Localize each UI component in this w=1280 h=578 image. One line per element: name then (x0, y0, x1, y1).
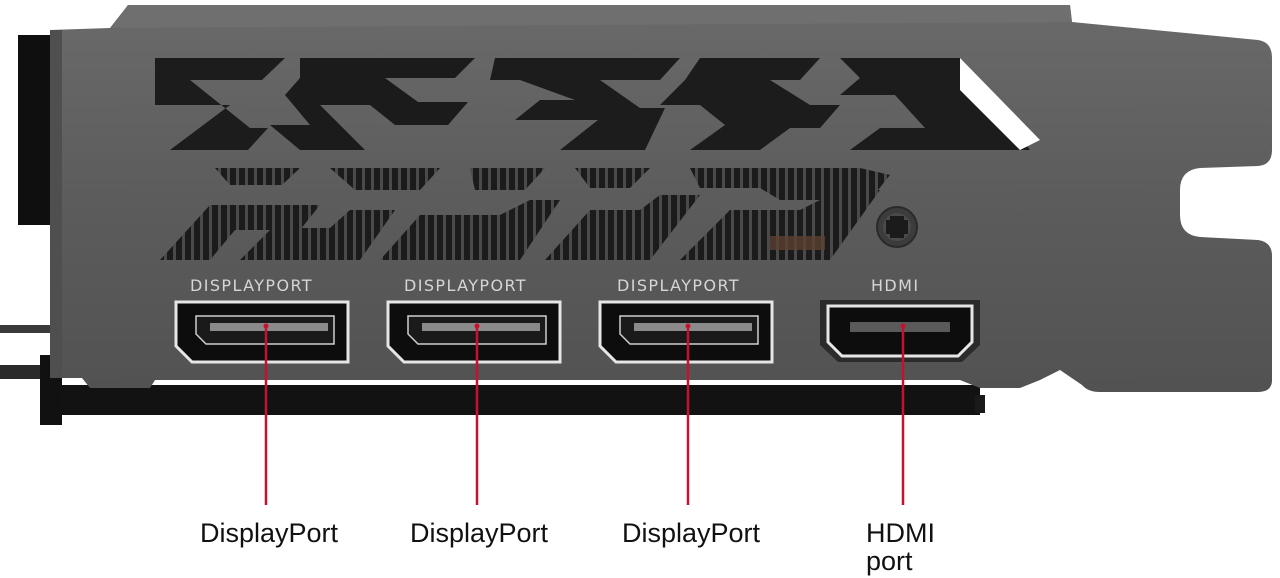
hdmi-connector (820, 300, 980, 362)
callout-label-displayport-3: DisplayPort (622, 518, 761, 548)
callout-label-hdmi: HDMI port (866, 519, 935, 575)
displayport-connector-2 (386, 300, 562, 364)
callout-label-displayport-1: DisplayPort (200, 518, 339, 548)
callout-label-hdmi-line1: HDMI (866, 518, 935, 548)
engraved-label-displayport-3: DISPLAYPORT (617, 276, 740, 295)
callout-dots (263, 323, 906, 329)
engraved-label-displayport-1: DISPLAYPORT (190, 276, 313, 295)
callout-lines (264, 326, 905, 505)
callout-label-hdmi-line2: port (866, 546, 913, 576)
vent-slot-right (960, 58, 1040, 150)
engraved-label-hdmi: HDMI (871, 276, 919, 295)
pcb-edge (0, 35, 985, 425)
callout-label-displayport-2: DisplayPort (410, 518, 549, 548)
displayport-connector-3 (598, 300, 774, 364)
engraved-label-displayport-2: DISPLAYPORT (404, 276, 527, 295)
bracket-top-edge (112, 5, 1072, 28)
vent-grille-bottom (160, 168, 890, 260)
vent-grille-top (155, 58, 1030, 150)
bracket-left-tab (50, 30, 62, 378)
bracket-screw (876, 206, 918, 248)
displayport-connector-1 (174, 300, 350, 364)
